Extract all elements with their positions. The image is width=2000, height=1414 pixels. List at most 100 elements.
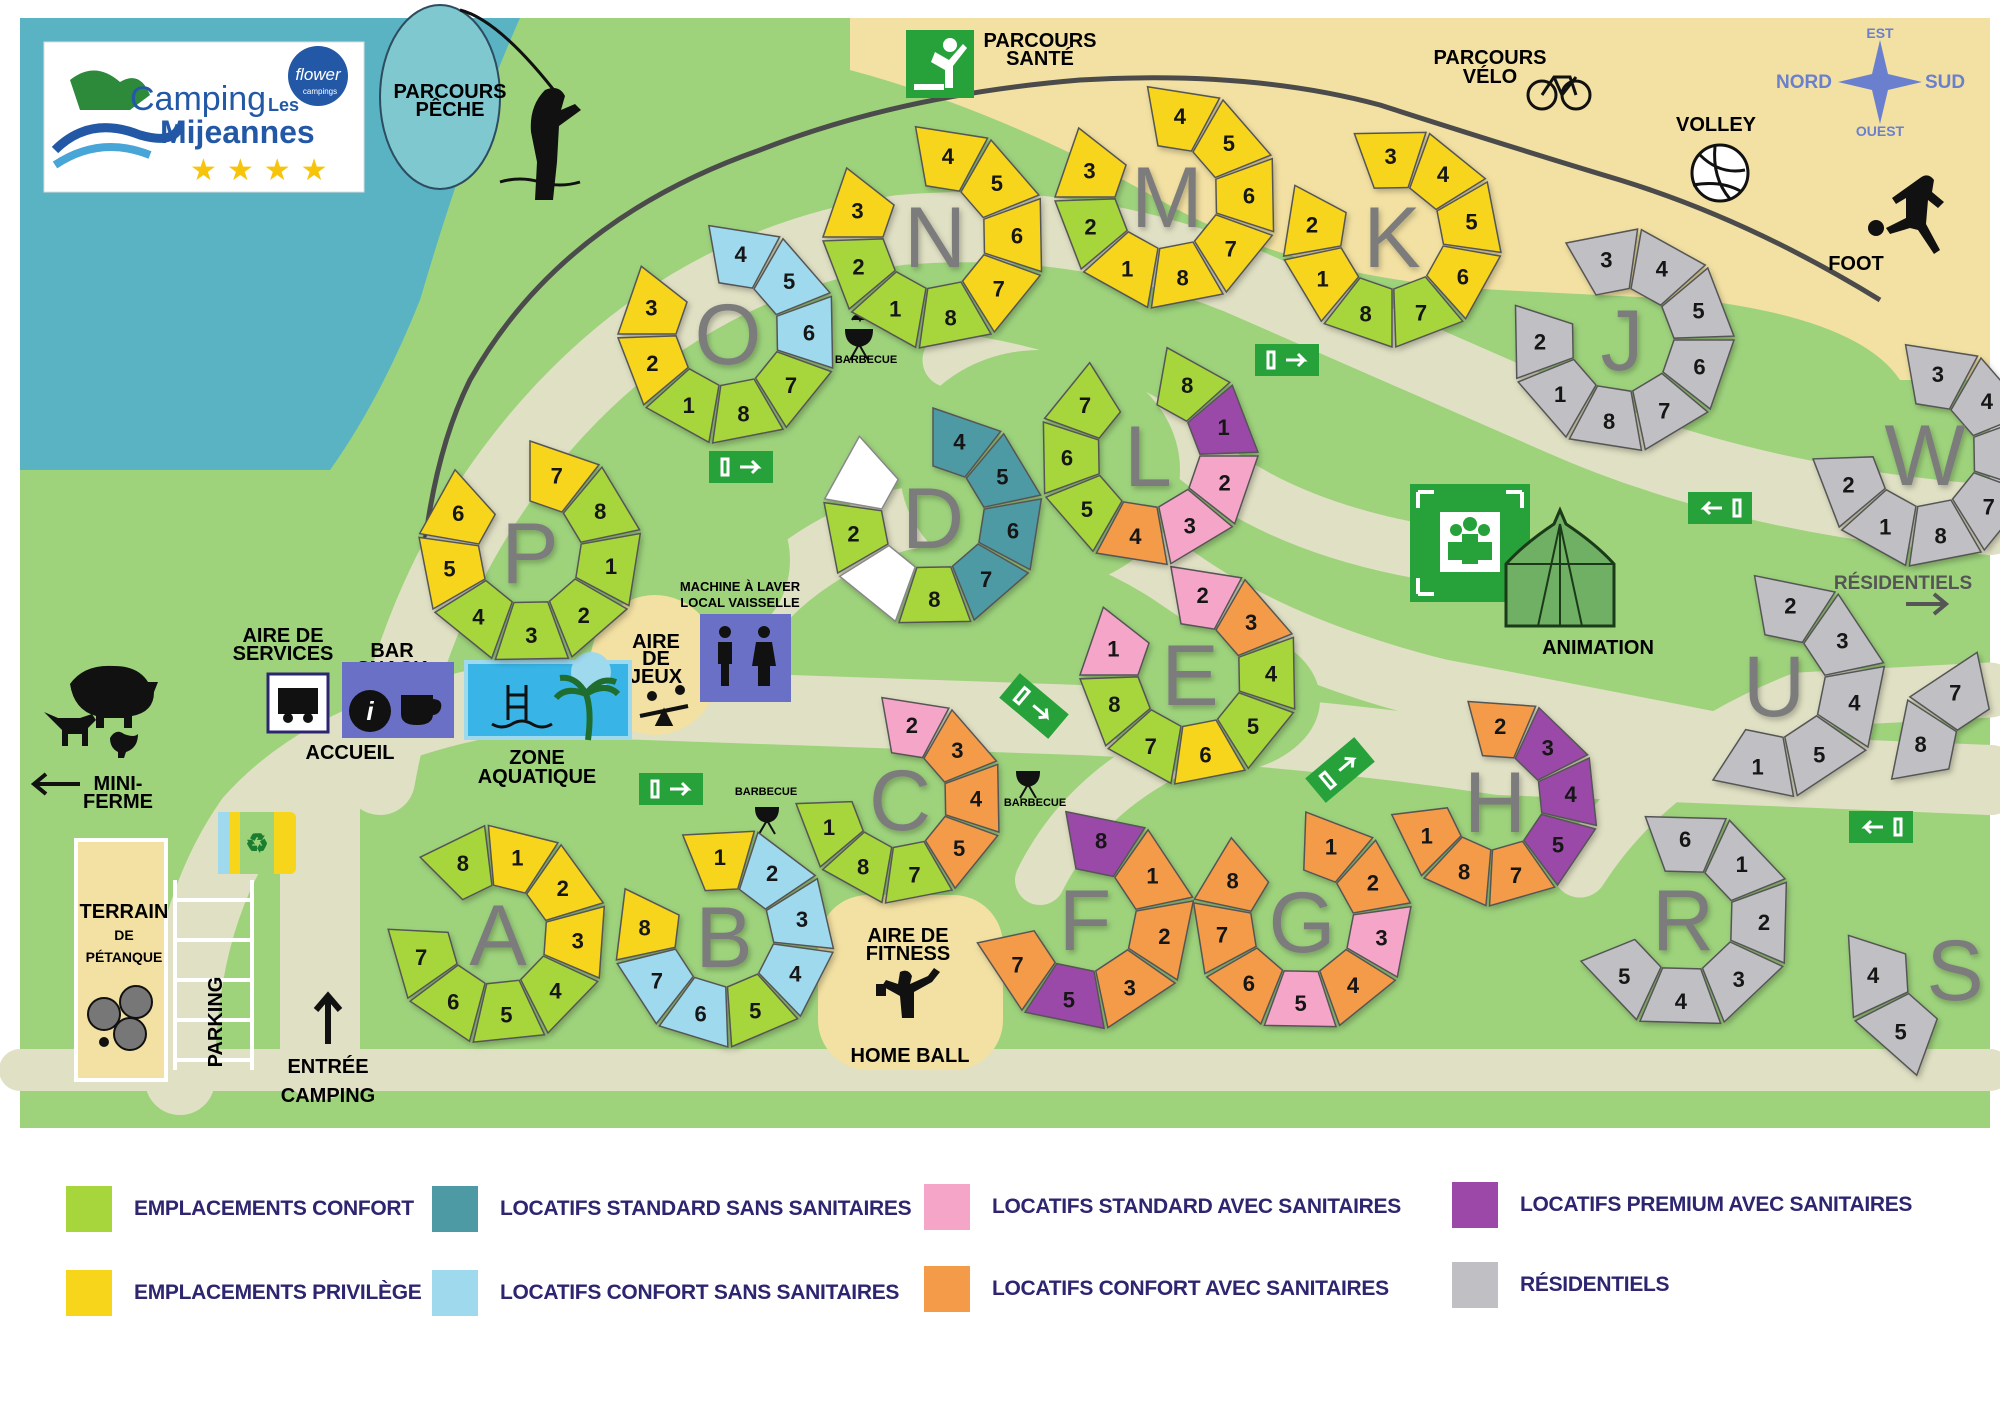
plot-G-5[interactable] bbox=[1263, 970, 1338, 1028]
plot-P-3[interactable] bbox=[494, 601, 570, 661]
plot-A-5[interactable] bbox=[472, 979, 546, 1044]
plot-K-8[interactable] bbox=[1323, 277, 1393, 349]
plot-S-5[interactable] bbox=[1853, 992, 1939, 1077]
plot-A-3[interactable] bbox=[543, 905, 606, 980]
plot-O-1[interactable] bbox=[644, 367, 720, 444]
plot-G-4[interactable] bbox=[1318, 948, 1397, 1027]
plot-M-8[interactable] bbox=[1150, 241, 1225, 309]
plot-E-1[interactable] bbox=[1078, 606, 1150, 676]
plot-R-2[interactable] bbox=[1730, 881, 1788, 965]
plot-N-5[interactable] bbox=[960, 138, 1041, 219]
plot-F-3[interactable] bbox=[1094, 948, 1177, 1029]
plot-W-4[interactable] bbox=[1950, 356, 2000, 437]
plot-K-7[interactable] bbox=[1393, 275, 1464, 349]
plot-F-7[interactable] bbox=[976, 929, 1057, 1012]
plot-E-8[interactable] bbox=[1078, 676, 1152, 747]
plot-K-6[interactable] bbox=[1425, 245, 1502, 321]
plot-M-3[interactable] bbox=[1053, 126, 1127, 198]
plot-G-2[interactable] bbox=[1335, 838, 1412, 914]
plot-N-3[interactable] bbox=[821, 166, 895, 238]
plot-J-3[interactable] bbox=[1564, 228, 1639, 296]
plot-G-6[interactable] bbox=[1205, 947, 1284, 1026]
plot-G-1[interactable] bbox=[1303, 810, 1374, 884]
plot-H-5[interactable] bbox=[1522, 813, 1597, 887]
plot-U-3[interactable] bbox=[1802, 592, 1885, 677]
plot-R-6[interactable] bbox=[1644, 815, 1728, 873]
plot-K-3[interactable] bbox=[1353, 131, 1428, 189]
plot-U-4[interactable] bbox=[1816, 665, 1886, 749]
plot-D-6[interactable] bbox=[978, 497, 1043, 571]
plot-A-8[interactable] bbox=[418, 824, 493, 901]
plot-L-2[interactable] bbox=[1188, 455, 1260, 525]
plot-E-5[interactable] bbox=[1216, 691, 1295, 770]
plot-U-1[interactable] bbox=[1711, 728, 1795, 798]
plot-U-5[interactable] bbox=[1783, 714, 1868, 797]
plot-E-2[interactable] bbox=[1169, 565, 1243, 630]
plot-E-7[interactable] bbox=[1106, 708, 1182, 785]
plot-H-3[interactable] bbox=[1514, 706, 1589, 782]
plot-G-7[interactable] bbox=[1192, 901, 1257, 975]
plot-B-3[interactable] bbox=[765, 877, 835, 950]
plot-B-6[interactable] bbox=[658, 976, 729, 1048]
plot-M-5[interactable] bbox=[1192, 98, 1273, 179]
plot-P-8[interactable] bbox=[562, 465, 641, 544]
plot-N-7[interactable] bbox=[961, 253, 1042, 334]
plot-E-3[interactable] bbox=[1215, 578, 1294, 657]
plot-R-5[interactable] bbox=[1579, 938, 1662, 1022]
plot-R-3[interactable] bbox=[1701, 941, 1785, 1024]
plot-G-8[interactable] bbox=[1193, 836, 1270, 913]
plot-C-5[interactable] bbox=[924, 815, 999, 890]
plot-F-8[interactable] bbox=[1064, 810, 1147, 878]
plot-K-1[interactable] bbox=[1283, 246, 1360, 323]
plot-L-6[interactable] bbox=[1042, 420, 1100, 495]
plot-F-5[interactable] bbox=[1023, 962, 1106, 1030]
plot-H-4[interactable] bbox=[1537, 756, 1598, 827]
plot-L-3[interactable] bbox=[1157, 488, 1234, 565]
plot-W-3[interactable] bbox=[1904, 343, 1979, 410]
plot-P-7[interactable] bbox=[529, 439, 601, 513]
plot-J-1[interactable] bbox=[1516, 358, 1597, 439]
plot-A-7[interactable] bbox=[387, 928, 458, 1000]
plot-O-2[interactable] bbox=[616, 335, 690, 406]
plot-D-2[interactable] bbox=[823, 501, 889, 575]
plot-A-2[interactable] bbox=[525, 843, 605, 922]
plot-O-7[interactable] bbox=[754, 350, 833, 429]
plot-J-2[interactable] bbox=[1514, 304, 1574, 380]
plot-O-8[interactable] bbox=[711, 378, 785, 444]
plot-F-1[interactable] bbox=[1113, 828, 1194, 911]
plot-O-5[interactable] bbox=[753, 237, 832, 316]
plot-D-8[interactable] bbox=[897, 566, 972, 624]
plot-P-4[interactable] bbox=[433, 579, 514, 660]
plot-W-6[interactable] bbox=[1973, 417, 2000, 490]
plot-M-4[interactable] bbox=[1146, 85, 1221, 152]
plot-B-5[interactable] bbox=[726, 973, 799, 1048]
plot-J-6[interactable] bbox=[1662, 339, 1736, 411]
plot-H-7[interactable] bbox=[1488, 840, 1556, 907]
plot-F-2[interactable] bbox=[1127, 899, 1195, 982]
plot-R-1[interactable] bbox=[1704, 818, 1787, 902]
plot-L-7[interactable] bbox=[1043, 361, 1122, 440]
plot-P-6[interactable] bbox=[418, 468, 497, 545]
plot-A-1[interactable] bbox=[487, 824, 560, 894]
plot-M-1[interactable] bbox=[1082, 230, 1159, 309]
plot-N-1[interactable] bbox=[850, 270, 927, 349]
plot-L-4[interactable] bbox=[1095, 501, 1169, 566]
plot-K-4[interactable] bbox=[1408, 132, 1487, 211]
plot-D-4[interactable] bbox=[932, 406, 1002, 478]
plot-C-4[interactable] bbox=[944, 763, 1000, 834]
plot-B-1[interactable] bbox=[681, 830, 756, 892]
plot-D-w1[interactable] bbox=[838, 544, 917, 623]
plot-B-2[interactable] bbox=[738, 831, 817, 910]
plot-K-2[interactable] bbox=[1282, 184, 1347, 258]
plot-L-5[interactable] bbox=[1044, 474, 1123, 553]
plot-N-4[interactable] bbox=[914, 125, 989, 192]
plot-edge-7[interactable] bbox=[1908, 651, 1991, 732]
